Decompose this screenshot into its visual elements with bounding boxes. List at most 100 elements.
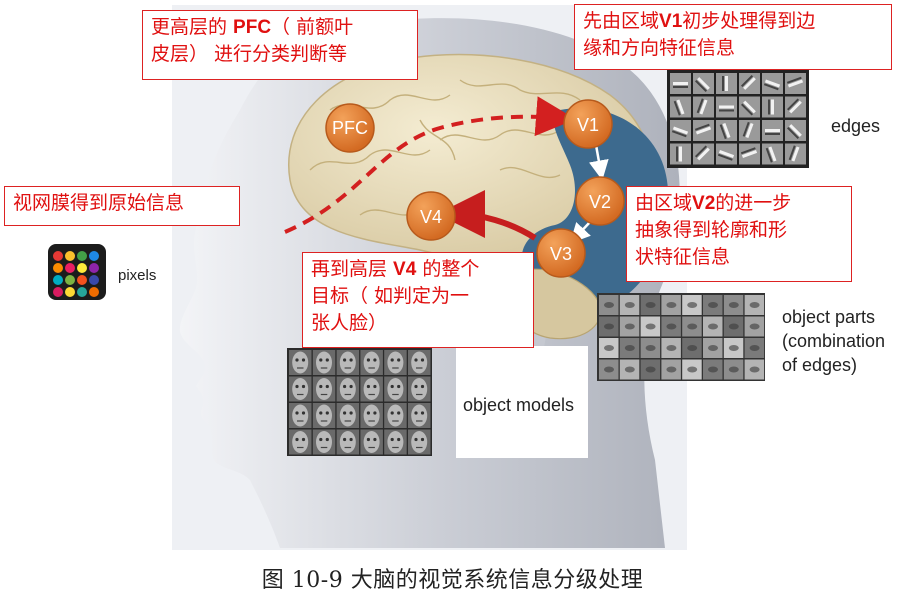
- figure-caption: 图 10-9 大脑的视觉系统信息分级处理: [261, 568, 644, 593]
- edge-filter-cell: [762, 120, 783, 141]
- edge-filter-cell: [739, 73, 760, 94]
- v1-to-v2-arrow: [588, 144, 609, 181]
- object-part-cell: [744, 316, 765, 337]
- face-model-cell: [360, 350, 383, 375]
- face-model-cell: [384, 376, 407, 402]
- face-model-cell: [408, 403, 431, 428]
- edges-image: [667, 70, 809, 168]
- callout-pfc-l1b: PFC: [233, 17, 272, 38]
- object-part-cell: [744, 295, 765, 315]
- face-model-cell: [408, 376, 431, 402]
- object-part-cell: [703, 295, 723, 315]
- face-model-cell: [289, 376, 312, 402]
- face-model-cell: [289, 403, 312, 428]
- callout-pfc-l1a: 更高层的: [151, 16, 234, 38]
- edge-filter-cell: [716, 143, 737, 165]
- face-model-cell: [289, 429, 312, 455]
- node-pfc-label: PFC: [332, 118, 368, 138]
- object-part-cell: [619, 295, 640, 315]
- object-part-cell: [744, 338, 765, 358]
- retina-to-v1-arrow: [284, 96, 576, 234]
- edges-filter-grid: [670, 73, 806, 165]
- edge-filter-cell: [785, 96, 806, 118]
- callout-v4-l1a: 再到高层: [311, 258, 394, 280]
- face-model-cell: [336, 350, 360, 375]
- object-part-cell: [599, 316, 619, 337]
- callout-v2-l1a: 由区域: [635, 192, 693, 214]
- object-part-cell: [703, 359, 723, 380]
- face-model-cell: [312, 403, 336, 428]
- node-v2: V2: [575, 176, 625, 226]
- object-part-cell: [640, 295, 661, 315]
- face-model-cell: [336, 429, 360, 455]
- object-part-cell: [599, 359, 619, 380]
- callout-pfc: 更高层的 PFC（ 前额叶 皮层） 进行分类判断等: [142, 10, 418, 80]
- face-model-cell: [408, 429, 431, 455]
- object-part-cell: [723, 338, 744, 358]
- object-parts-label-1: object parts: [782, 307, 876, 327]
- face-model-cell: [336, 403, 360, 428]
- object-parts-image: [597, 293, 765, 381]
- object-parts-label-2: (combination: [782, 331, 886, 351]
- callout-v2-l2: 抽象得到轮廓和形: [635, 219, 788, 241]
- face-model-cell: [408, 350, 431, 375]
- callout-v4: 再到高层 V4 的整个 目标（ 如判定为一 张人脸）: [302, 252, 534, 348]
- face-model-cell: [360, 429, 383, 455]
- face-model-cell: [360, 376, 383, 402]
- object-part-cell: [723, 295, 744, 315]
- edge-filter-cell: [785, 143, 806, 165]
- v3-to-v4-arrow: [437, 190, 537, 241]
- callout-v4-l2: 目标（ 如判定为一: [311, 285, 470, 307]
- callout-v1-l2: 缘和方向特征信息: [583, 37, 736, 59]
- object-part-cell: [723, 316, 744, 337]
- object-parts-label-panel: [766, 296, 905, 386]
- edges-label: edges: [831, 116, 881, 136]
- pixels-image: [48, 244, 106, 300]
- object-part-cell: [640, 316, 661, 337]
- object-part-cell: [640, 359, 661, 380]
- callout-v2-l1b: V2: [692, 193, 716, 214]
- object-part-cell: [640, 338, 661, 358]
- node-v4-label: V4: [420, 207, 442, 227]
- callout-v1-l1b: V1: [659, 11, 683, 32]
- edge-filter-cell: [670, 96, 691, 118]
- edge-filter-cell: [693, 96, 714, 118]
- edge-filter-cell: [762, 73, 783, 94]
- face-model-cell: [289, 350, 312, 375]
- edge-filter-cell: [693, 73, 714, 94]
- callout-v1-l1a: 先由区域: [583, 10, 660, 32]
- object-part-cell: [599, 338, 619, 358]
- object-part-cell: [599, 295, 619, 315]
- edge-filter-cell: [716, 120, 737, 141]
- edge-filter-cell: [739, 143, 760, 165]
- face-model-cell: [384, 429, 407, 455]
- node-v3-label: V3: [550, 244, 572, 264]
- face-model-cell: [384, 403, 407, 428]
- edge-filter-cell: [739, 120, 760, 141]
- object-part-cell: [723, 359, 744, 380]
- object-part-cell: [661, 316, 681, 337]
- edge-filter-cell: [670, 120, 691, 141]
- object-part-cell: [703, 316, 723, 337]
- object-parts-grid: [599, 295, 765, 380]
- callout-retina-text: 视网膜得到原始信息: [13, 192, 185, 214]
- face-model-cell: [312, 350, 336, 375]
- object-part-cell: [682, 359, 702, 380]
- callout-v4-l3: 张人脸）: [311, 312, 388, 334]
- node-v1: V1: [563, 99, 613, 149]
- object-parts-label-3: of edges): [782, 355, 858, 375]
- edge-filter-cell: [693, 143, 714, 165]
- face-model-cell: [384, 350, 407, 375]
- object-models-grid: [289, 350, 431, 455]
- edge-filter-cell: [716, 73, 737, 94]
- edge-filter-cell: [762, 143, 783, 165]
- callout-v2-l3: 状特征信息: [635, 246, 731, 268]
- object-models-label-panel: [456, 346, 588, 458]
- callout-v4-l1c: 的整个: [416, 258, 480, 280]
- node-v2-label: V2: [589, 192, 611, 212]
- face-model-cell: [312, 429, 336, 455]
- edge-filter-cell: [693, 120, 714, 141]
- edge-filter-cell: [739, 96, 760, 118]
- object-part-cell: [619, 359, 640, 380]
- object-part-cell: [682, 295, 702, 315]
